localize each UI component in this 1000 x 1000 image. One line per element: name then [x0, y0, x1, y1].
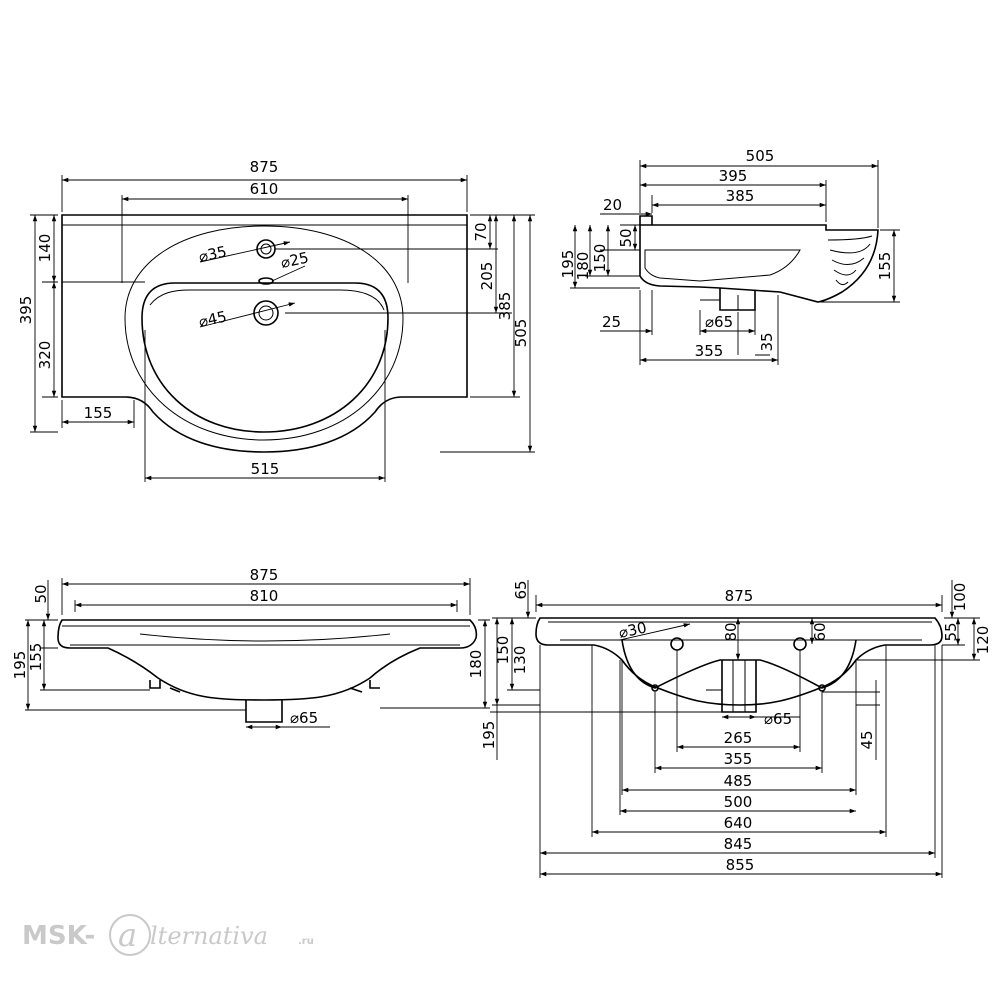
dim-875-section: 875 [725, 587, 754, 605]
dim-505-top: 505 [512, 319, 530, 348]
top-view: 875 610 395 140 320 155 515 ⌀35 ⌀25 ⌀45 … [17, 158, 535, 482]
dim-65-section: ⌀65 [764, 710, 792, 728]
drain-hole-inner [258, 305, 274, 321]
side-view-bowl-inner [644, 249, 801, 282]
dim-50-side: 50 [617, 228, 635, 247]
dim-500: 500 [724, 793, 753, 811]
dim-195-side: 195 [559, 250, 577, 279]
dim-385-top: 385 [496, 292, 514, 321]
dim-205: 205 [478, 262, 496, 291]
dim-150-side: 150 [591, 244, 609, 273]
bracket-left [651, 684, 659, 692]
dim-485: 485 [724, 772, 753, 790]
dim-tap-35: ⌀35 [197, 242, 228, 265]
top-view-bowl-shadow [149, 289, 385, 311]
dim-155-top: 155 [84, 404, 113, 422]
dim-70: 70 [472, 222, 490, 241]
front-view-outline [57, 619, 478, 701]
dim-35-side: 35 [758, 332, 776, 351]
section-view: 875 65 100 55 120 150 130 195 ⌀30 80 60 … [480, 580, 992, 878]
dim-320: 320 [36, 341, 54, 370]
top-view-bowl [141, 282, 389, 433]
watermark-at-letter: a [118, 916, 137, 954]
section-view-outline [535, 617, 943, 706]
section-view-drain [721, 660, 757, 713]
section-view-band [548, 621, 932, 641]
side-view-front-curve [827, 235, 873, 286]
dim-845: 845 [724, 835, 753, 853]
dim-875-front: 875 [250, 566, 279, 584]
top-view-outline [61, 214, 468, 453]
dim-195-front: 195 [11, 651, 29, 680]
dim-45: 45 [858, 730, 876, 749]
dim-395-side: 395 [719, 167, 748, 185]
watermark-script: lternativa [150, 922, 268, 950]
dim-640: 640 [724, 814, 753, 832]
dim-140: 140 [36, 234, 54, 263]
dim-155-front: 155 [27, 643, 45, 672]
dim-65-front: ⌀65 [290, 709, 318, 727]
dim-20: 20 [603, 196, 622, 214]
dim-855: 855 [726, 856, 755, 874]
watermark: MSK- a lternativa .ru [22, 914, 314, 956]
watermark-at-icon [109, 914, 151, 956]
dim-150-section: 150 [494, 636, 512, 665]
dim-355-side: 355 [695, 342, 724, 360]
front-view: 875 810 50 195 155 180 ⌀65 [11, 566, 490, 730]
dim-100: 100 [951, 583, 969, 612]
front-view-top-band [62, 625, 470, 646]
dim-50-front: 50 [32, 584, 50, 603]
front-view-drain-pipe [245, 700, 283, 723]
dim-180-front: 180 [467, 650, 485, 679]
dim-30: ⌀30 [617, 618, 648, 641]
dim-515: 515 [251, 460, 280, 478]
front-view-bowl-shade [139, 633, 391, 642]
dim-875-top: 875 [250, 158, 279, 176]
drain-hole [253, 300, 279, 326]
side-view-rim-lip [639, 215, 653, 225]
dim-355-section: 355 [724, 750, 753, 768]
top-view-outer-rim [124, 225, 404, 441]
dim-130: 130 [511, 646, 529, 675]
dim-60: 60 [811, 622, 829, 641]
dim-385-side: 385 [726, 187, 755, 205]
dim-65-top-section: 65 [512, 580, 530, 599]
dim-120: 120 [974, 626, 992, 655]
dim-overflow-25: ⌀25 [279, 248, 310, 271]
dim-195-section: 195 [480, 721, 498, 750]
dim-80: 80 [722, 622, 740, 641]
tap-hole-inner [260, 243, 272, 255]
dim-55: 55 [942, 622, 960, 641]
side-view: 505 395 385 20 50 195 180 150 155 25 ⌀65… [559, 147, 900, 365]
top-view-inner-border [62, 224, 467, 283]
dim-180-side: 180 [574, 252, 592, 281]
section-view-bowl [621, 639, 857, 689]
front-view-feet [149, 680, 380, 693]
dim-265: 265 [724, 729, 753, 747]
bracket-right [818, 684, 826, 692]
watermark-suffix: .ru [298, 936, 314, 947]
watermark-prefix: MSK- [22, 921, 95, 951]
dim-drain-45: ⌀45 [197, 307, 228, 330]
side-view-outline [639, 224, 879, 303]
dim-65-side: ⌀65 [705, 313, 733, 331]
dim-610: 610 [250, 180, 279, 198]
dim-505-side: 505 [746, 147, 775, 165]
dim-25-side: 25 [602, 313, 621, 331]
dim-395-top: 395 [17, 296, 35, 325]
dim-810: 810 [250, 587, 279, 605]
dim-155-side: 155 [876, 252, 894, 281]
